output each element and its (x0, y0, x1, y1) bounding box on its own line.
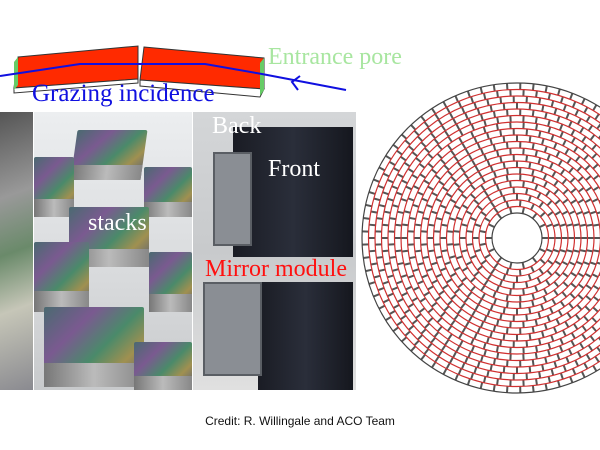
photo-plates-closeup (0, 112, 33, 390)
entrance-pore-label: Entrance pore (268, 44, 402, 70)
optic-layout-disc (361, 82, 600, 394)
stacks-label: stacks (88, 210, 147, 236)
pore-plate-right (139, 46, 265, 98)
pore-diagram (0, 45, 347, 98)
grazing-incidence-label: Grazing incidence (32, 80, 215, 107)
pore-plate-left (13, 45, 139, 94)
photo-stacks (34, 112, 192, 390)
photo-mirror-module (193, 112, 356, 390)
x-ray-path (0, 63, 347, 91)
credit-text: Credit: R. Willingale and ACO Team (205, 414, 395, 428)
back-label: Back (212, 113, 262, 139)
arrow-head (290, 75, 301, 91)
front-label: Front (268, 156, 321, 182)
mirror-module-label: Mirror module (205, 256, 347, 282)
